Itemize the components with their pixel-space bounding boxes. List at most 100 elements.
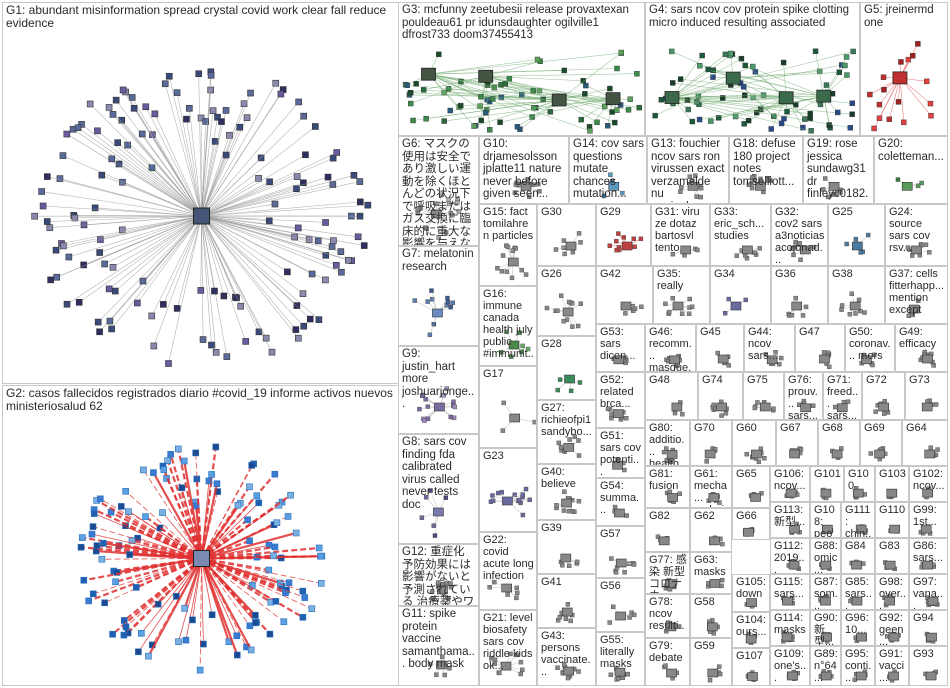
hub-node [561,498,572,508]
hub-node [561,607,573,617]
node [63,300,71,308]
edge [41,191,202,217]
node [500,428,506,433]
group-label: G56 [600,580,621,592]
node [504,269,510,274]
edge [176,215,202,309]
edge [168,76,202,217]
edge [142,215,202,282]
group-label: G50: coronav... mers [849,326,891,362]
node [872,352,877,358]
node [624,415,629,421]
group-network [612,504,629,518]
edge [485,75,621,106]
group-g48: G48 [645,372,698,420]
edge [108,215,202,290]
group-g29: G29 [596,204,651,266]
node [357,198,364,206]
node [265,217,273,225]
group-network [611,355,629,366]
hub-node [605,92,621,106]
group-label: G81: fusion [649,468,679,492]
edge [559,52,622,101]
edge [426,99,560,119]
node [800,124,806,131]
hub-node [520,181,532,191]
node [568,618,573,624]
node [440,654,445,660]
group-network [918,524,933,536]
group-label: G13: fouchier ncov sars ron virussen exa… [651,138,725,203]
group-network [781,595,795,606]
node [576,498,582,504]
group-network [678,173,704,200]
hub-node [820,488,832,498]
group-g1: G1: abundant misinformation spread cryst… [2,2,399,384]
node [726,363,731,368]
node [445,86,452,92]
group-network [852,669,868,683]
edge [823,56,847,97]
node [122,623,130,631]
group-network [763,350,784,367]
group-g7: G7: melatonin research [398,246,479,346]
edge [201,215,326,223]
node [607,620,612,625]
node [218,118,225,125]
node [96,328,103,336]
node [447,107,453,114]
node [677,491,682,496]
group-g62: G62 [690,508,732,552]
node [270,552,277,560]
node [246,537,253,545]
node [333,261,340,269]
node [632,244,637,249]
node [867,91,873,98]
node [594,119,600,126]
node [150,342,158,350]
node [526,194,532,199]
hub-node [667,493,678,502]
group-network [922,486,933,500]
node [905,245,911,250]
edge [111,215,202,330]
group-g49: G49: efficacy [895,324,948,372]
edge [94,513,202,559]
node [636,104,642,111]
node [132,584,140,591]
edge [699,95,824,120]
node [607,85,613,92]
edge [671,64,842,98]
group-label: G16: immune canada health july public #i… [483,288,534,366]
group-network [905,242,932,258]
node [114,139,121,146]
hub-node [800,403,811,413]
node [202,118,210,125]
node [501,400,506,406]
group-g36: G36 [771,266,828,324]
group-label: G65 [736,468,757,480]
group-g60: G60 [732,420,776,466]
edge [201,505,239,559]
edge [201,215,217,353]
node [523,486,529,492]
group-label: G84 [845,540,866,552]
node [164,457,171,464]
edge [201,215,311,320]
node [882,411,887,416]
node [752,178,757,183]
group-g104: G104: ours... [732,612,770,648]
node [720,541,725,547]
node [844,72,850,78]
node [130,104,138,112]
group-g56: G56 [596,578,645,632]
node [448,304,453,310]
edge [115,215,202,292]
node [295,98,302,106]
hub-node [927,596,939,606]
group-label: G80: additio... health... [649,422,686,466]
node [853,236,859,242]
edge [671,97,749,121]
edge [485,73,637,77]
node [668,48,675,55]
